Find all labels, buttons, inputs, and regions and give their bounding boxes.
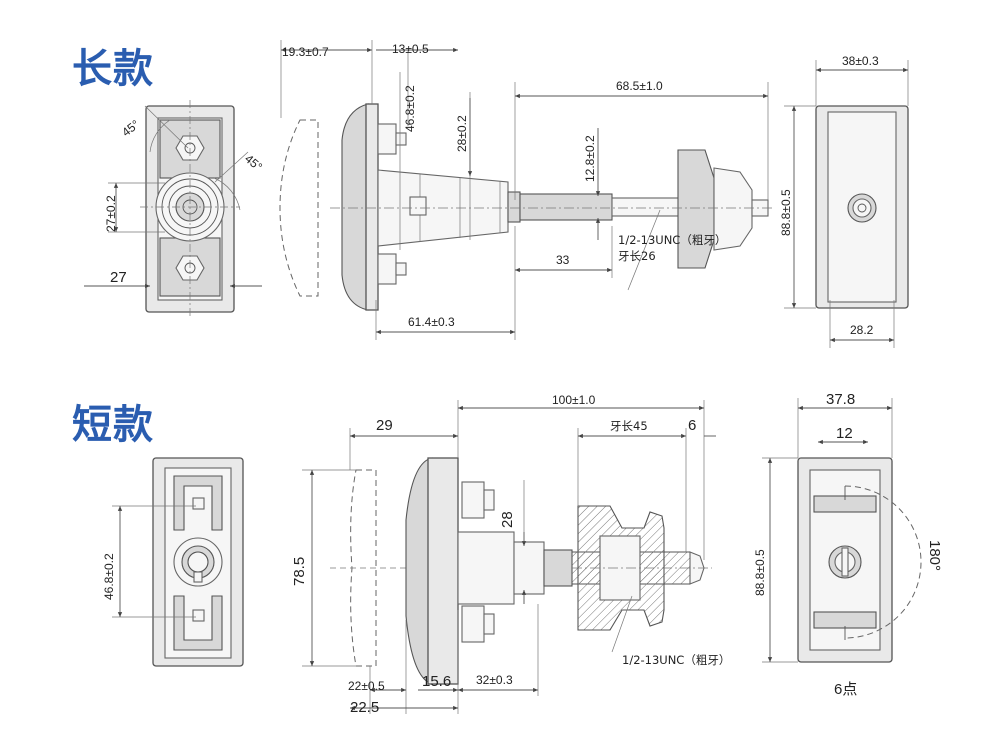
long-dim-61-4: 61.4±0.3 <box>408 315 455 329</box>
short-dim-22: 22±0.5 <box>348 679 385 693</box>
long-dim-13: 13±0.5 <box>392 42 429 56</box>
long-back-view <box>815 105 909 309</box>
long-angle-right: 45° <box>242 152 265 175</box>
short-angle-180: 180° <box>926 540 943 571</box>
long-dim-33: 33 <box>556 253 570 267</box>
long-dim-27: 27 <box>110 269 127 286</box>
short-dim-88-8: 88.8±0.5 <box>753 549 767 596</box>
long-thread-length: 牙长26 <box>618 249 656 263</box>
short-dim-29: 29 <box>376 417 393 434</box>
short-dim-37-8: 37.8 <box>826 391 855 408</box>
short-dim-78-5: 78.5 <box>291 557 308 586</box>
long-front-view <box>84 100 262 318</box>
short-side-view <box>330 457 712 685</box>
short-dim-12: 12 <box>836 425 853 442</box>
long-section-title: 长款 <box>72 46 154 92</box>
short-dim-100: 100±1.0 <box>552 393 596 407</box>
long-side-view <box>279 103 772 311</box>
long-dim-68-5: 68.5±1.0 <box>616 79 663 93</box>
short-dim-46-8: 46.8±0.2 <box>102 553 116 600</box>
short-section-title: 短款 <box>72 402 154 448</box>
long-thread-note: 1/2-13UNC（粗牙） <box>618 233 726 247</box>
long-dim-38: 38±0.3 <box>842 54 879 68</box>
short-dim-28: 28 <box>499 511 516 528</box>
short-dim-6: 6 <box>688 417 696 434</box>
long-dim-46-8: 46.8±0.2 <box>403 85 417 132</box>
long-dim-27-tol: 27±0.2 <box>104 195 118 232</box>
long-dim-19-3: 19.3±0.7 <box>282 45 329 59</box>
long-dim-12-8: 12.8±0.2 <box>583 135 597 182</box>
short-thread-note: 1/2-13UNC（粗牙） <box>622 653 730 667</box>
long-dim-28: 28±0.2 <box>455 115 469 152</box>
long-dim-88-8: 88.8±0.5 <box>779 189 793 236</box>
short-thread-length: 牙长45 <box>610 419 648 433</box>
short-6-points: 6点 <box>834 681 857 698</box>
short-dim-32: 32±0.3 <box>476 673 513 687</box>
long-angle-left: 45° <box>119 117 142 139</box>
long-dim-28-2: 28.2 <box>850 323 874 337</box>
short-back-view <box>797 457 922 663</box>
short-dim-22-5: 22.5 <box>350 699 379 716</box>
short-front-view <box>112 457 244 667</box>
short-dim-15-6: 15.6 <box>422 673 451 690</box>
